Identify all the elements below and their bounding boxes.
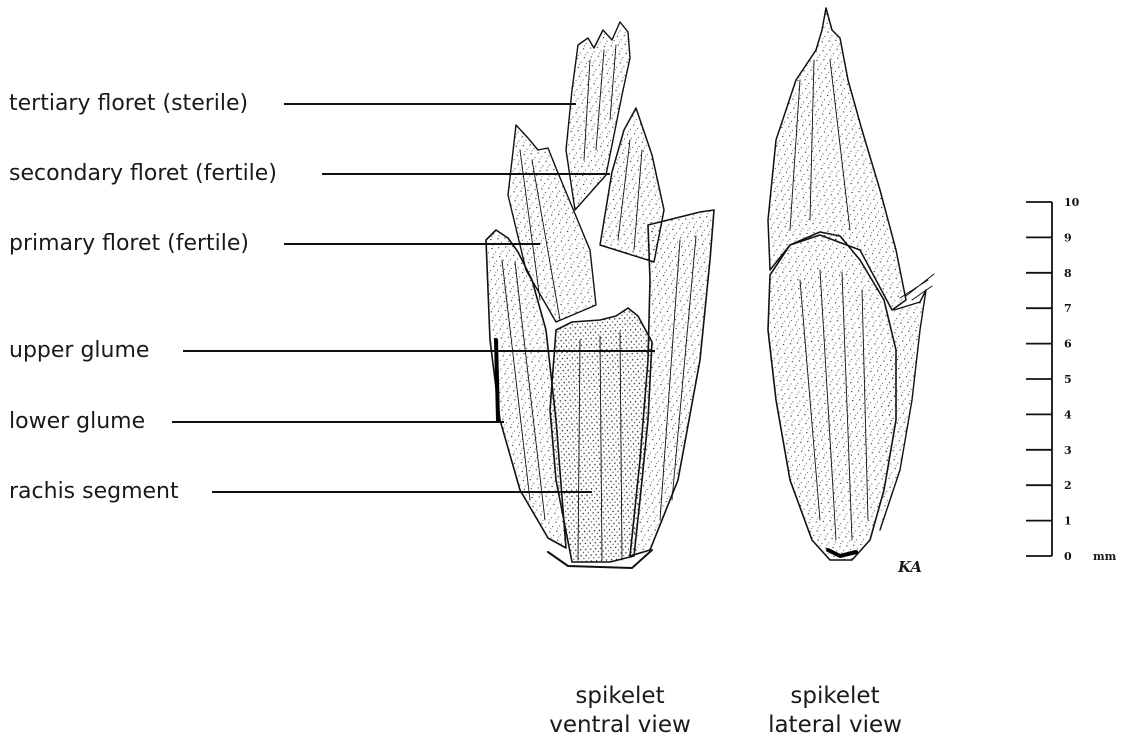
scale-tick-label: 5 bbox=[1064, 373, 1072, 386]
label-secondary-floret: secondary floret (fertile) bbox=[9, 161, 277, 187]
caption-lateral-line1: spikelet bbox=[760, 681, 910, 711]
scale-tick-label: 9 bbox=[1064, 231, 1072, 244]
scale-tick-label: 1 bbox=[1064, 515, 1072, 528]
scale-tick-label: 2 bbox=[1064, 479, 1072, 492]
caption-ventral-line1: spikelet bbox=[540, 681, 700, 711]
scale-unit: mm bbox=[1093, 550, 1116, 563]
label-primary-floret: primary floret (fertile) bbox=[9, 231, 249, 257]
scale-tick-labels: 0 1 2 3 4 5 6 7 8 9 10 bbox=[1064, 196, 1080, 563]
scale-bar bbox=[1026, 202, 1052, 556]
scale-tick-label: 0 bbox=[1064, 550, 1072, 563]
label-lower-glume: lower glume bbox=[9, 409, 145, 435]
label-tertiary-floret: tertiary floret (sterile) bbox=[9, 91, 248, 117]
scale-tick-label: 10 bbox=[1064, 196, 1080, 209]
label-rachis-segment: rachis segment bbox=[9, 479, 179, 505]
artist-signature: KA bbox=[898, 558, 922, 576]
caption-lateral-line2: lateral view bbox=[745, 710, 925, 740]
scale-tick-label: 7 bbox=[1064, 302, 1072, 315]
scale-tick-label: 3 bbox=[1064, 444, 1072, 457]
scale-tick-label: 6 bbox=[1064, 338, 1072, 351]
label-upper-glume: upper glume bbox=[9, 338, 149, 364]
caption-ventral-line2: ventral view bbox=[520, 710, 720, 740]
scale-tick-label: 8 bbox=[1064, 267, 1072, 280]
lateral-spikelet-drawing bbox=[768, 8, 934, 560]
scale-tick-label: 4 bbox=[1064, 408, 1072, 421]
